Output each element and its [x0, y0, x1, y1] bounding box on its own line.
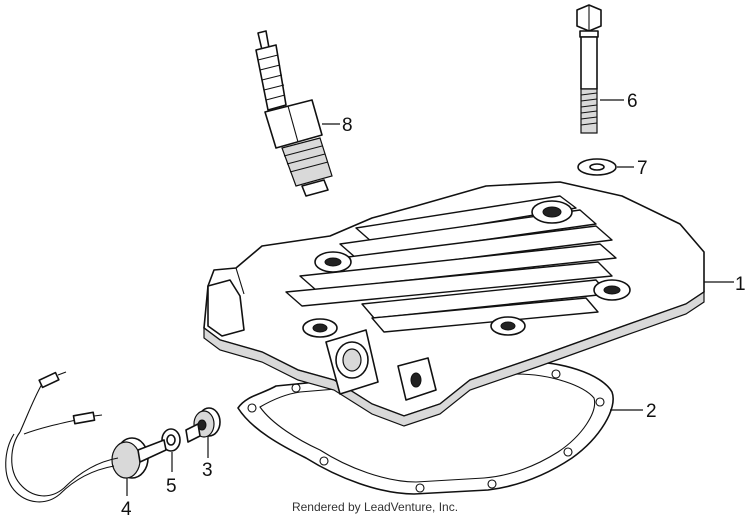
grommet[interactable]	[185, 407, 221, 443]
spark-plug[interactable]	[255, 30, 333, 197]
callout-label-4: 4	[121, 499, 132, 520]
callout-label-5: 5	[166, 476, 177, 497]
footer-credit: Rendered by LeadVenture, Inc.	[291, 500, 459, 514]
callout-label-1: 1	[735, 274, 746, 295]
callout-label-7: 7	[637, 158, 648, 179]
callout-label-8: 8	[342, 115, 353, 136]
callout-label-2: 2	[646, 401, 657, 422]
bolt[interactable]	[576, 4, 602, 134]
cylinder-head[interactable]	[203, 181, 705, 427]
head-gasket[interactable]	[237, 361, 614, 495]
temperature-sensor[interactable]	[5, 371, 167, 503]
callout-label-3: 3	[202, 460, 213, 481]
washer[interactable]	[577, 158, 617, 176]
callout-label-6: 6	[627, 91, 638, 112]
